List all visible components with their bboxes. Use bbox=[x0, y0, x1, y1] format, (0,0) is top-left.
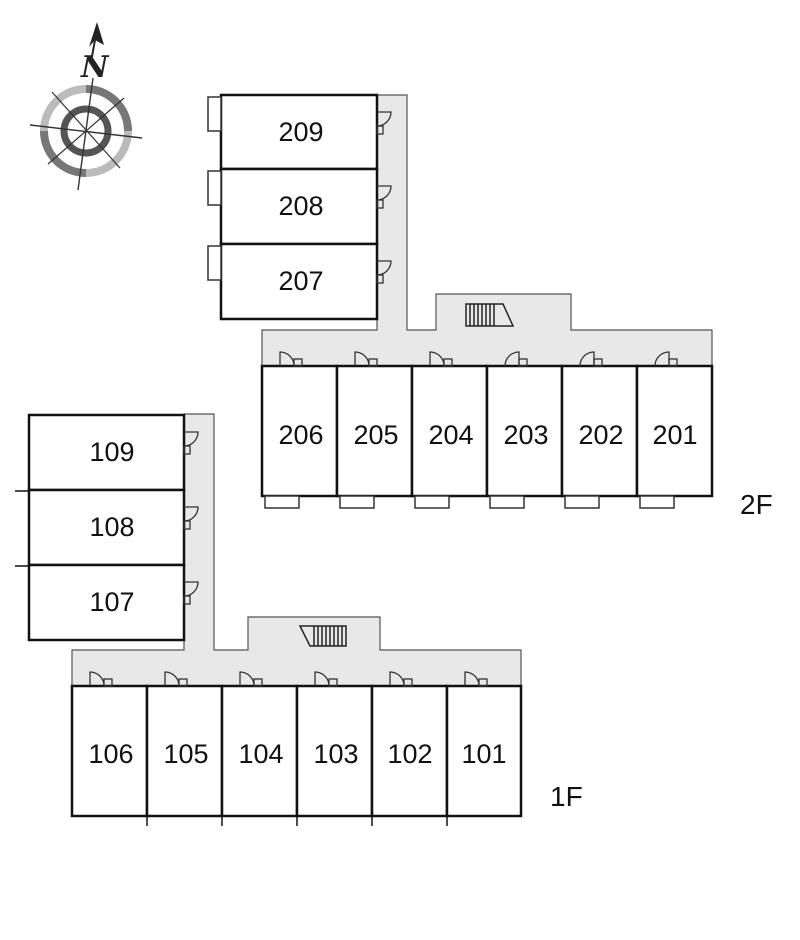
balcony-205 bbox=[339, 495, 375, 509]
door-icon bbox=[429, 351, 453, 367]
door-icon bbox=[183, 431, 199, 455]
unit-201 bbox=[635, 364, 714, 498]
unit-label-105: 105 bbox=[163, 739, 208, 769]
door-icon bbox=[464, 671, 488, 687]
unit-label-107: 107 bbox=[89, 587, 134, 617]
unit-102 bbox=[370, 684, 449, 818]
unit-label-103: 103 bbox=[313, 739, 358, 769]
balcony-201 bbox=[639, 495, 675, 509]
unit-label-206: 206 bbox=[278, 420, 323, 450]
unit-107 bbox=[27, 563, 186, 642]
unit-label-208: 208 bbox=[278, 191, 323, 221]
door-icon bbox=[654, 351, 678, 367]
unit-108 bbox=[27, 488, 186, 567]
unit-label-204: 204 bbox=[428, 420, 473, 450]
balcony-204 bbox=[414, 495, 450, 509]
door-icon bbox=[314, 671, 338, 687]
unit-label-209: 209 bbox=[278, 117, 323, 147]
unit-label-109: 109 bbox=[89, 437, 134, 467]
unit-203 bbox=[485, 364, 564, 498]
floor-label-2f: 2F bbox=[740, 489, 773, 520]
unit-202 bbox=[560, 364, 639, 498]
unit-105 bbox=[145, 684, 224, 818]
unit-label-108: 108 bbox=[89, 512, 134, 542]
door-icon bbox=[354, 351, 378, 367]
unit-label-207: 207 bbox=[278, 266, 323, 296]
balcony-207 bbox=[207, 245, 222, 281]
balcony-209 bbox=[207, 96, 222, 132]
unit-label-102: 102 bbox=[387, 739, 432, 769]
door-icon bbox=[376, 185, 392, 209]
door-icon bbox=[239, 671, 263, 687]
balcony-206 bbox=[264, 495, 300, 509]
door-icon bbox=[89, 671, 113, 687]
door-icon bbox=[279, 351, 303, 367]
door-icon bbox=[579, 351, 603, 367]
unit-label-205: 205 bbox=[353, 420, 398, 450]
unit-label-201: 201 bbox=[652, 420, 697, 450]
unit-101 bbox=[445, 684, 523, 818]
unit-label-101: 101 bbox=[461, 739, 506, 769]
door-icon bbox=[504, 351, 528, 367]
balcony-208 bbox=[207, 170, 222, 206]
unit-label-104: 104 bbox=[238, 739, 283, 769]
door-icon bbox=[164, 671, 188, 687]
floor-2f: 209 208 207 206 205 204 203 202 201 2F bbox=[207, 93, 773, 520]
door-icon bbox=[183, 506, 199, 530]
balcony-203 bbox=[489, 495, 525, 509]
unit-label-203: 203 bbox=[503, 420, 548, 450]
door-icon bbox=[376, 260, 392, 284]
stair-2f-icon bbox=[465, 303, 515, 327]
stair-1f-icon bbox=[298, 625, 347, 647]
compass-rose-icon bbox=[29, 22, 143, 191]
unit-label-106: 106 bbox=[88, 739, 133, 769]
door-icon bbox=[183, 581, 199, 605]
floor-label-1f: 1F bbox=[550, 781, 583, 812]
door-icon bbox=[389, 671, 413, 687]
compass-north-label: N bbox=[80, 50, 110, 85]
unit-label-202: 202 bbox=[578, 420, 623, 450]
unit-104 bbox=[220, 684, 299, 818]
door-icon bbox=[376, 111, 392, 135]
corridor-2f bbox=[261, 94, 713, 367]
balcony-202 bbox=[564, 495, 600, 509]
floor-1f: 109 108 107 106 105 104 103 102 101 1F bbox=[15, 413, 583, 826]
